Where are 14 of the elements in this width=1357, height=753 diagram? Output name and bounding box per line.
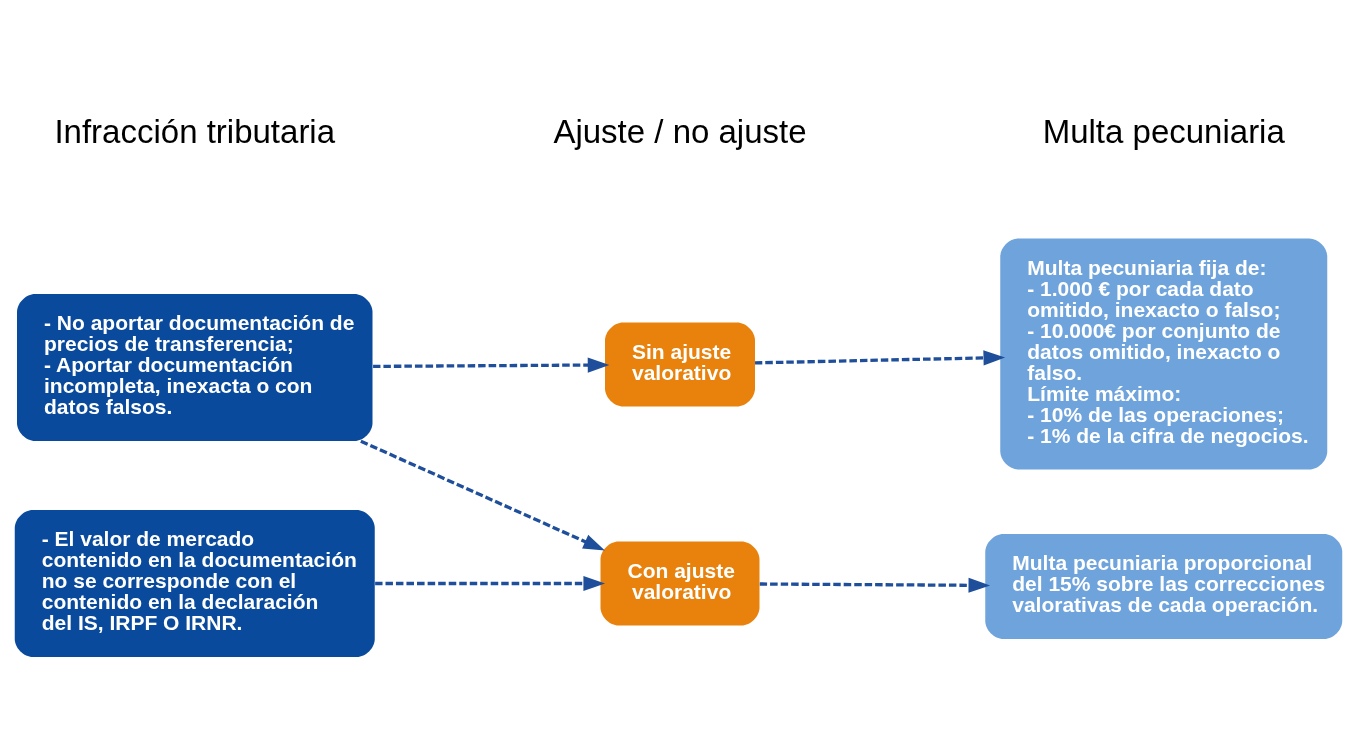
node-box: Multa pecuniaria fija de: - 1.000 € por cada dato omitido, inexacto o falso; - 10.000€ por conjunto de datos omitido, inexacto o falso. Límite máximo: - 10% de las operaciones; - 1% de la cifra de negocios.	[1000, 238, 1328, 470]
node-box: Sin ajuste valorativo	[605, 322, 755, 407]
node-box: Multa pecuniaria proporcional del 15% sobre las correcciones valorativas de cada operación.	[985, 534, 1343, 639]
arrow	[373, 357, 610, 373]
label: Ajuste / no ajuste	[553, 113, 807, 151]
arrow	[375, 575, 606, 592]
arrow	[360, 439, 605, 551]
node-box: - El valor de mercado contenido en la documentación no se corresponde con el contenido en la declaración del IS, IRPF O IRNR.	[14, 510, 375, 657]
node-box: - No aportar documentación de precios de transferencia; - Aportar documentación incompleta, inexacta o con datos falsos.	[17, 294, 373, 441]
label: Multa pecuniaria	[1042, 113, 1285, 151]
arrow	[759, 577, 991, 593]
label: Infracción tributaria	[54, 113, 336, 151]
node-box: Con ajuste valorativo	[600, 541, 760, 626]
arrow	[755, 350, 1006, 366]
